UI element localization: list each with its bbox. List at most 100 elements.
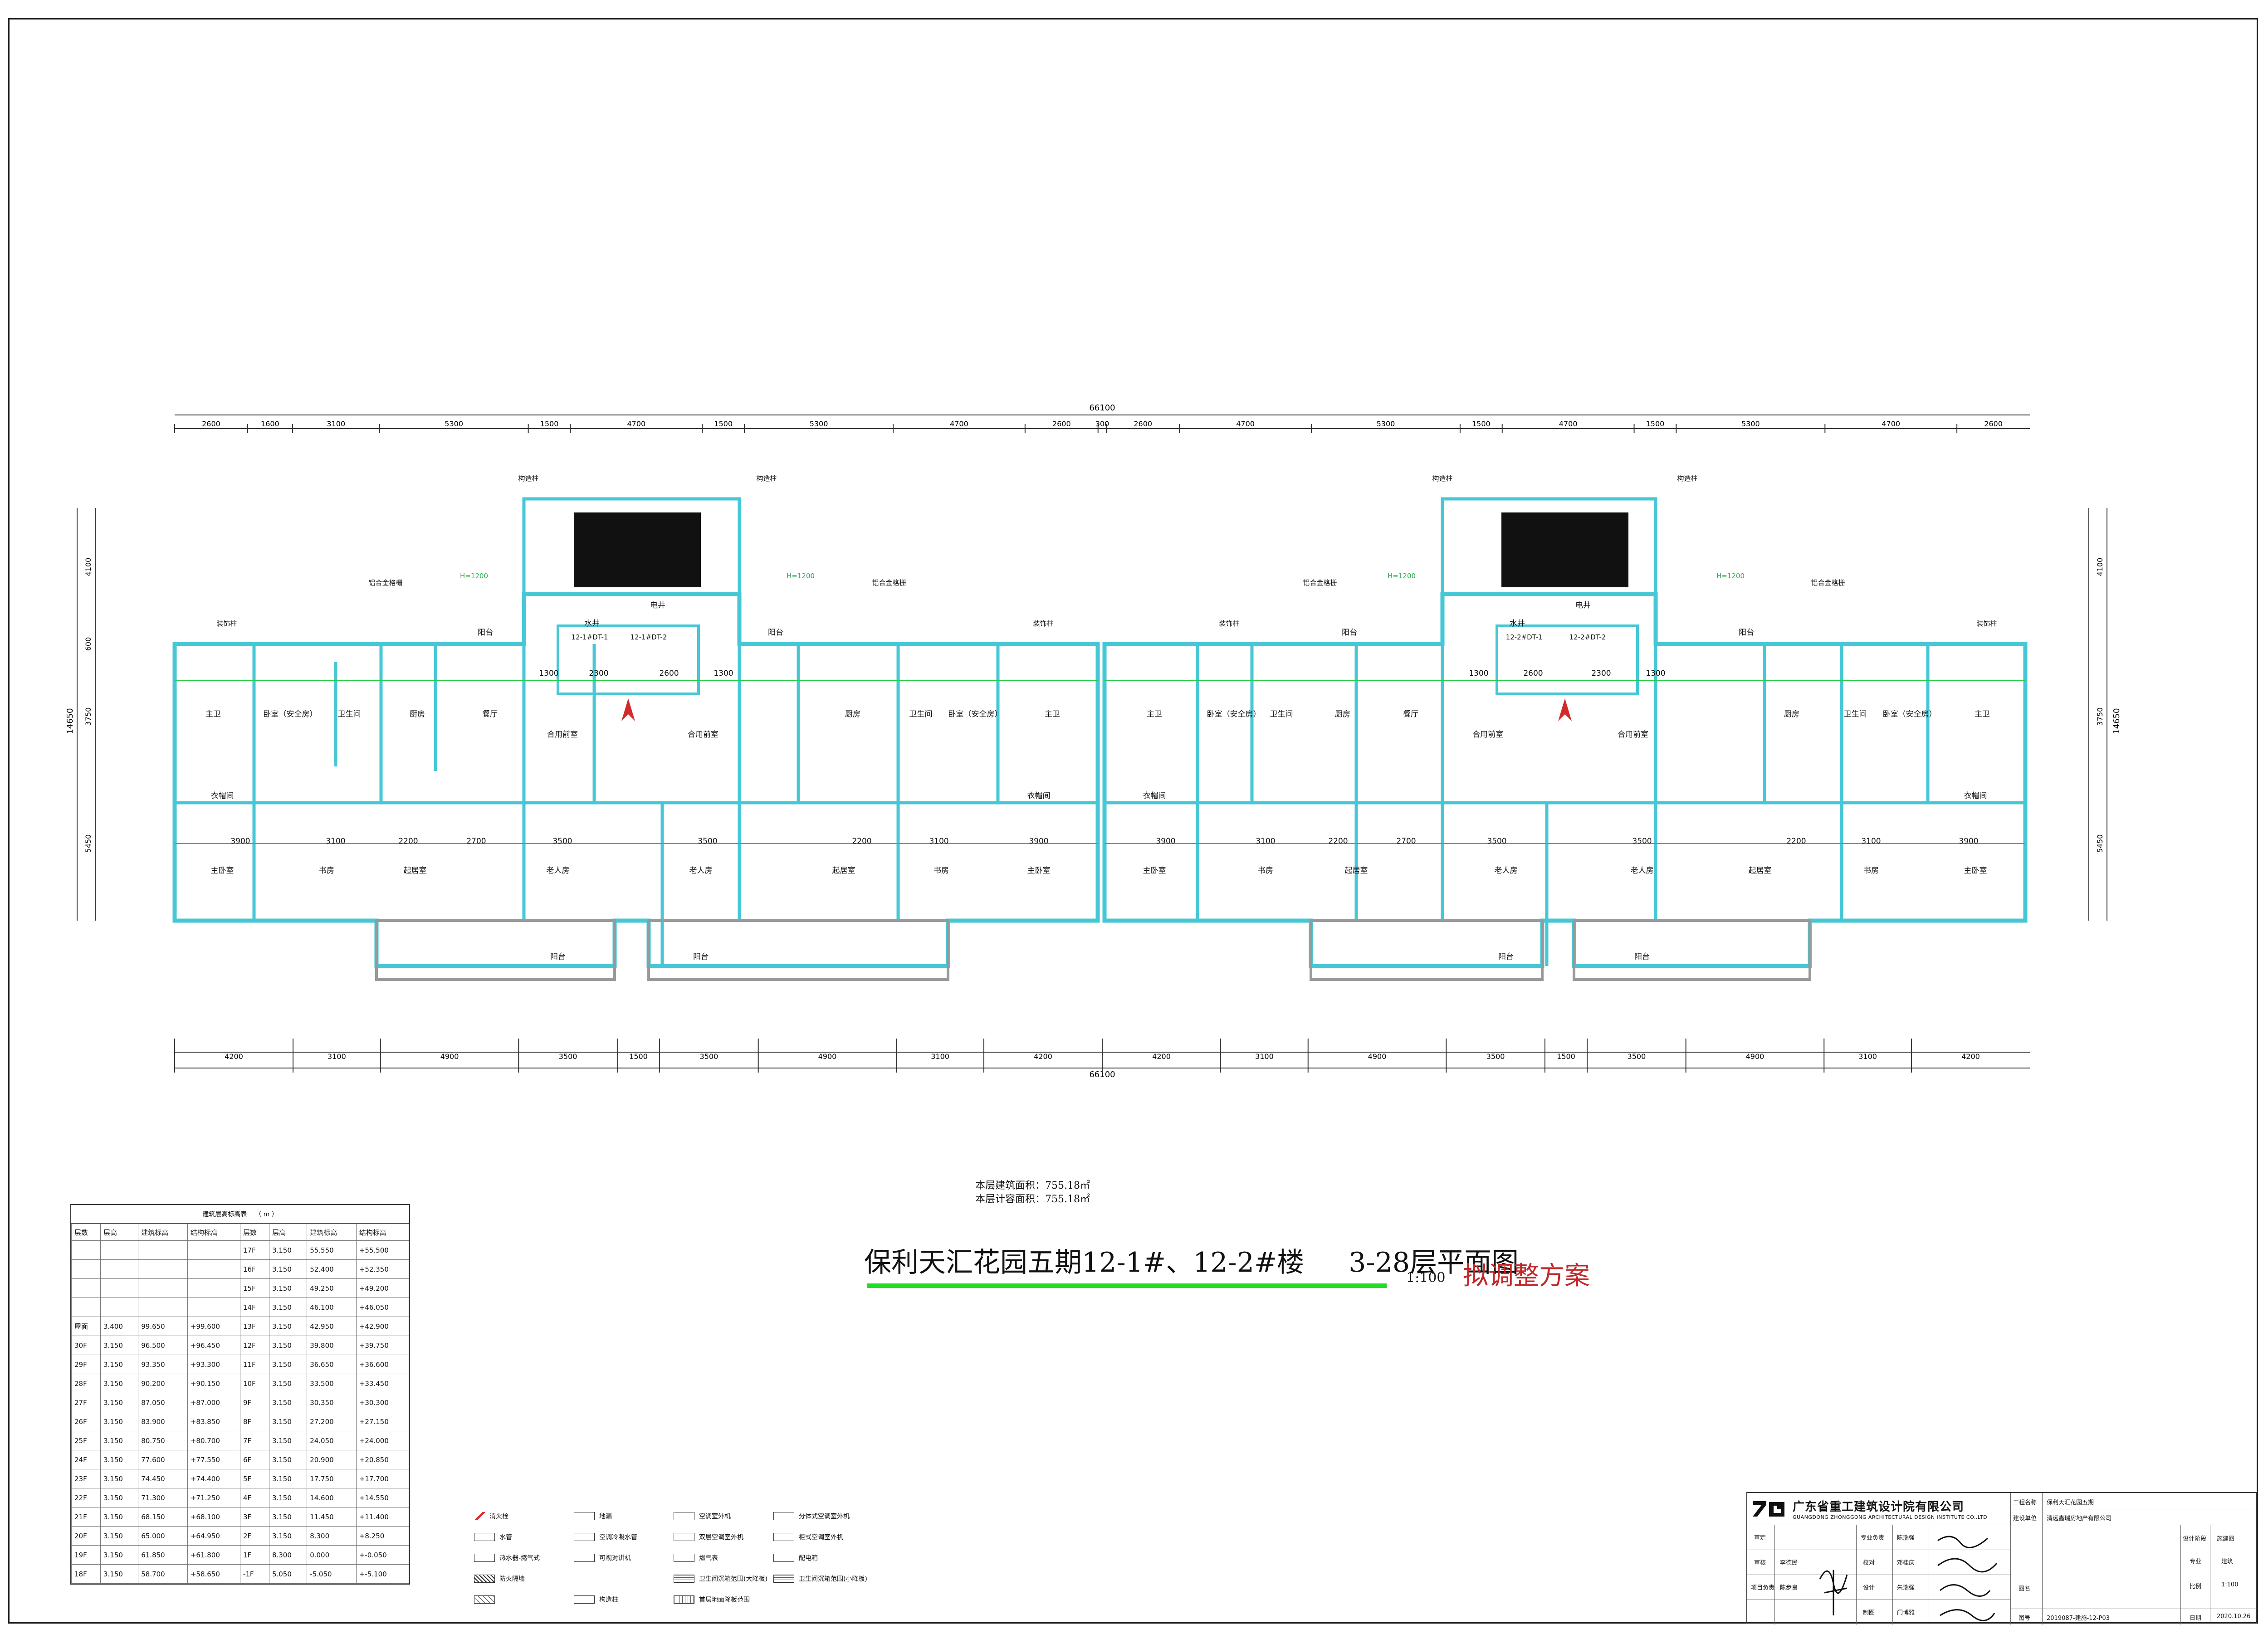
elevation-cell: 71.300: [138, 1488, 188, 1507]
elevation-cell: 3.150: [269, 1507, 308, 1527]
room-label-master-bed: 主卧室: [211, 866, 234, 875]
legend-item: 分体式空调室外机: [773, 1512, 873, 1521]
elevation-cell: 3.150: [269, 1450, 308, 1469]
legend-item: 可视对讲机: [574, 1553, 674, 1562]
elevation-cell: 55.550: [307, 1240, 357, 1260]
room-label-master-bed: 主卧室: [1027, 866, 1051, 875]
name-check: 邓桂庆: [1897, 1560, 1915, 1566]
elevation-cell: [138, 1259, 188, 1279]
signature-grid: 审定 审核 项目负责 李德民 陈步良 专业负责 校对 设计 制图 陈瑞强 邓桂庆…: [1747, 1525, 2011, 1624]
legend-label: 空调室外机: [699, 1513, 731, 1520]
elevation-cell: +74.400: [187, 1469, 240, 1488]
legend-symbol-icon: [474, 1554, 495, 1562]
legend-label: 柜式空调室外机: [799, 1534, 843, 1541]
role-design: 设计: [1863, 1585, 1875, 1591]
elevation-cell: 0.000: [307, 1545, 357, 1565]
elevation-cell: 11F: [240, 1355, 269, 1374]
top-dim-label: 1600: [261, 420, 279, 428]
elevation-cell: +11.400: [356, 1507, 410, 1527]
room-label-balcony: 阳台: [478, 628, 493, 637]
room-dimension: 2200: [1328, 837, 1348, 846]
elevation-cell: +58.650: [187, 1564, 240, 1584]
elevation-cell: [138, 1240, 188, 1260]
room-label-secure-room: 卧室（安全房）: [1207, 710, 1261, 719]
plan-annotation-deco-col: 装饰柱: [1976, 620, 1997, 628]
elevation-cell: +71.250: [187, 1488, 240, 1507]
elevation-cell: 6F: [240, 1450, 269, 1469]
top-dim-label: 1500: [1646, 420, 1665, 428]
room-dimension: 3900: [1156, 837, 1175, 846]
plan-annotation-elevator-right-2: 12-2#DT-2: [1569, 633, 1606, 641]
elevation-cell: 27F: [71, 1393, 101, 1412]
room-label-elec-well: 电井: [650, 601, 665, 610]
company-name-en: GUANGDONG ZHONGGONG ARCHITECTURAL DESIGN…: [1793, 1514, 1988, 1520]
elevation-cell: 17F: [240, 1240, 269, 1260]
elevation-cell: 87.050: [138, 1393, 188, 1412]
room-label-living: 起居室: [1345, 866, 1368, 875]
top-dim-label: 2600: [202, 420, 220, 428]
scale-label: 比例: [2190, 1583, 2202, 1590]
legend-item: 地漏: [574, 1512, 674, 1521]
room-label-dining: 餐厅: [482, 710, 498, 719]
elevation-cell: 33.500: [307, 1374, 357, 1393]
elevation-cell: 24.050: [307, 1431, 357, 1450]
legend-symbol-icon: [474, 1512, 485, 1520]
sheet-border: [8, 18, 2258, 1624]
elevation-cell: [100, 1240, 139, 1260]
bottom-dim-label: 4900: [1746, 1052, 1765, 1061]
room-label-closet: 衣帽间: [211, 791, 234, 800]
elevation-cell: +36.600: [356, 1355, 410, 1374]
plan-annotation-elevator-left-1: 12-1#DT-1: [572, 633, 608, 641]
elevation-cell: [100, 1278, 139, 1298]
elevation-cell: 74.450: [138, 1469, 188, 1488]
elevation-cell: 3.150: [100, 1564, 139, 1584]
plan-annotation-deco-col: 装饰柱: [1219, 620, 1239, 628]
elevation-cell: 90.200: [138, 1374, 188, 1393]
elevation-cell: 26F: [71, 1412, 101, 1431]
elevation-cell: 28F: [71, 1374, 101, 1393]
elevation-cell: 10F: [240, 1374, 269, 1393]
room-dimension: 2600: [1523, 669, 1543, 678]
elevation-cell: +-0.050: [356, 1545, 410, 1565]
elevation-cell: [71, 1259, 101, 1279]
elevation-cell: +-5.100: [356, 1564, 410, 1584]
room-dimension: 3500: [1487, 837, 1506, 846]
room-dimension: 2200: [1786, 837, 1806, 846]
elevation-cell: [187, 1259, 240, 1279]
legend-item: 柜式空调室外机: [773, 1532, 873, 1541]
legend-row: 热水器-燃气式可视对讲机燃气表配电箱: [474, 1547, 873, 1568]
room-dimension: 2300: [1591, 669, 1611, 678]
plan-annotation-rail-height: H=1200: [787, 572, 815, 580]
elevation-cell: 77.600: [138, 1450, 188, 1469]
elevation-caption-text: 建筑层高标高表: [202, 1211, 247, 1218]
elevation-cell: 3.150: [269, 1298, 308, 1317]
elevation-cell: 3.150: [269, 1259, 308, 1279]
elevation-cell: 36.650: [307, 1355, 357, 1374]
elevation-cell: +24.000: [356, 1431, 410, 1450]
elevation-cell: 3.150: [269, 1488, 308, 1507]
legend-symbol-icon: [674, 1595, 694, 1604]
room-dimension: 3500: [698, 837, 717, 846]
bottom-dim-label: 3500: [559, 1052, 577, 1061]
top-dim-label: 2600: [1052, 420, 1071, 428]
elevation-cell: 29F: [71, 1355, 101, 1374]
role-draft: 制图: [1863, 1610, 1875, 1616]
elevation-header-cell: 层高: [269, 1224, 308, 1241]
room-dimension: 1300: [1469, 669, 1488, 678]
right-seg-4: 3750: [2096, 707, 2104, 726]
elevation-cell: +17.700: [356, 1469, 410, 1488]
elevation-cell: 14.600: [307, 1488, 357, 1507]
room-label-elder: 老人房: [1631, 866, 1654, 875]
legend-symbol-icon: [574, 1595, 595, 1604]
legend-symbol-icon: [474, 1575, 495, 1583]
room-dimension: 3100: [929, 837, 948, 846]
elevation-cell: 8.300: [307, 1526, 357, 1546]
left-seg-1: 4100: [84, 558, 93, 576]
plan-annotation-elevator-left-2: 12-1#DT-2: [631, 633, 667, 641]
legend-item: 构造柱: [574, 1595, 674, 1604]
room-label-elder: 老人房: [689, 866, 713, 875]
room-label-closet: 衣帽间: [1027, 791, 1051, 800]
